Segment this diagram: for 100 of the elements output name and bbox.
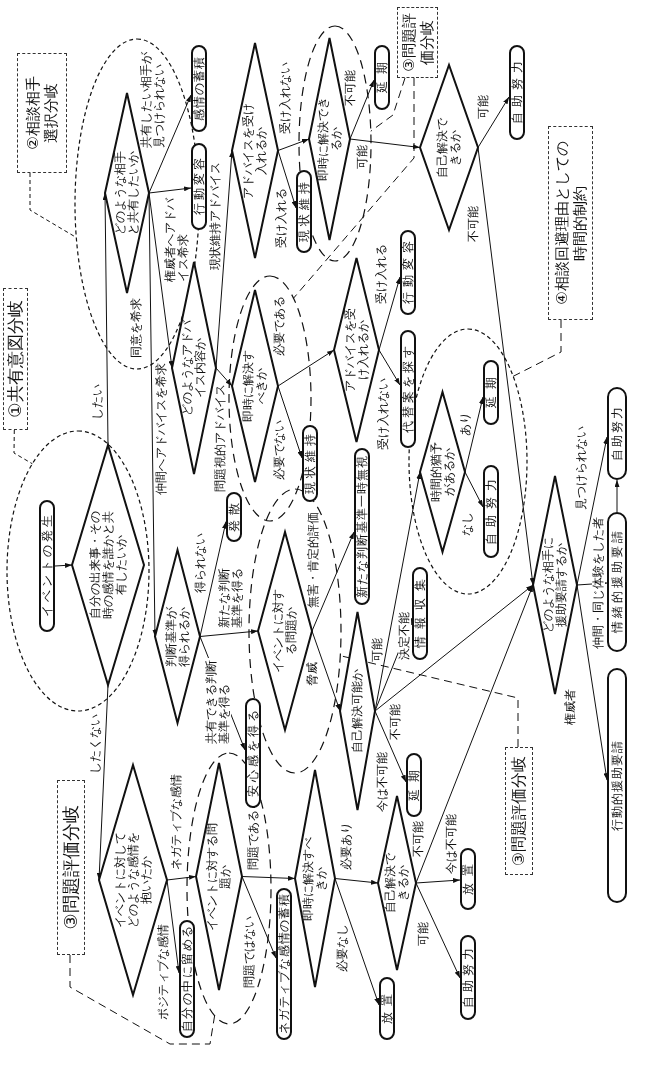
arrow: [241, 876, 277, 959]
arrow: [215, 150, 234, 369]
edge-label: 共有したい相手が見つけられない: [140, 51, 166, 148]
terminal-box: 新たな判断基準一時無視: [354, 448, 370, 605]
edge-label: 受け入れない: [279, 62, 292, 134]
edge-label: 不可能: [389, 704, 402, 740]
arrow: [464, 471, 484, 508]
leader-line: [13, 429, 33, 465]
arrow: [415, 878, 461, 884]
terminal-box: 行動変容: [400, 230, 416, 315]
terminal-box: 情緒的援助要請: [607, 512, 627, 652]
edge-label: 共有できる判断基準を得る: [205, 658, 231, 744]
terminal-box: 延期: [483, 360, 499, 425]
terminal-box: 行動的援助要請: [607, 668, 627, 903]
edge-label: 問題ではない: [243, 916, 256, 988]
edge-label: 現状維持アドバイス: [209, 162, 222, 270]
leader-line: [512, 319, 562, 377]
edge-label: ネガティブな感情: [170, 774, 183, 870]
edge-label: 可能: [417, 922, 430, 946]
edge-label: 見つけられない: [575, 426, 588, 510]
arrow: [334, 878, 379, 885]
edge-label: 仲間・同じ体験をした者: [592, 517, 605, 649]
annotation-box: ②相談相手選択分岐: [17, 53, 67, 173]
terminal-box: ネガティブな感情の蓄積: [276, 888, 292, 1040]
arrow: [311, 630, 341, 712]
arrow: [277, 385, 303, 459]
terminal-box: 代替案を探す: [400, 330, 416, 448]
arrow: [199, 629, 259, 637]
terminal-box: 自分の中に留める: [179, 920, 195, 1038]
terminal-box: 自助努力: [607, 387, 627, 480]
leader-line: [69, 954, 216, 1045]
annotation-box: ③問題評価分岐: [397, 7, 438, 78]
terminal-box: 延期: [374, 45, 390, 110]
annotation-box: ④相談回避理由としての時間的制約: [548, 126, 593, 320]
arrow: [477, 96, 510, 148]
terminal-box: 行動変容: [191, 143, 207, 230]
edge-label: ポジティブな感情: [157, 924, 170, 1020]
edge-label: 同意を希求: [130, 298, 143, 358]
annotation-box: ③問題評価分岐: [505, 747, 533, 875]
terminal-box: 自助努力: [509, 45, 525, 140]
terminal-box: 放置: [460, 848, 476, 910]
annotation-box: ①共有意図分岐: [3, 288, 28, 430]
arrow: [378, 276, 401, 351]
edge-label: 今は不可能: [445, 814, 458, 874]
edge-label: 不可能: [412, 821, 425, 857]
edge-label: 今は不可能: [376, 752, 389, 812]
dashed-ellipse: [298, 25, 372, 262]
arrow: [374, 710, 407, 783]
edge-label: 新たな判断基準を得る: [218, 567, 244, 628]
terminal-box: 情報収集: [412, 567, 428, 660]
terminal-box: 現状維持: [296, 170, 312, 253]
leader-line: [293, 77, 415, 299]
decision-diamond: 即時に解決すべきか: [295, 770, 335, 987]
arrow: [199, 521, 227, 637]
edge-label: 権威者へアドバイス希求: [164, 197, 190, 282]
annotation-box: ③問題評価分岐: [57, 780, 85, 955]
arrow: [464, 396, 484, 473]
arrow: [148, 192, 158, 637]
edge-label: したくない: [89, 714, 102, 774]
arrow: [54, 562, 73, 568]
arrow: [334, 878, 380, 1006]
terminal-box: 自助努力: [460, 935, 476, 1020]
dashed-ellipse: [6, 430, 150, 712]
terminal-box: 発散: [226, 492, 242, 542]
terminal-box: 感情の蓄積: [191, 45, 207, 132]
arrow: [374, 584, 534, 712]
leader-line: [370, 77, 406, 132]
arrow: [215, 367, 233, 387]
arrow: [148, 186, 192, 194]
arrow: [277, 150, 297, 209]
arrow: [349, 79, 375, 140]
terminal-box: 延期: [406, 753, 422, 817]
arrow: [277, 138, 310, 151]
edge-label: 問題である: [247, 810, 260, 870]
terminal-box: 自助努力: [483, 465, 499, 558]
arrow: [415, 882, 461, 979]
arrow: [102, 192, 109, 446]
edge-label: 可能: [356, 145, 369, 169]
edge-label: 必要あり: [340, 822, 353, 870]
arrow: [614, 479, 620, 513]
decision-diamond: イベントに対する問題か: [196, 763, 242, 990]
terminal-box: 放置: [379, 977, 395, 1040]
arrow: [378, 349, 401, 386]
edge-label: 不可能: [467, 206, 480, 242]
arrow: [96, 684, 109, 881]
leader-line: [29, 172, 77, 238]
arrow: [415, 584, 534, 884]
arrow: [349, 138, 421, 150]
edge-label: 決定不能: [398, 612, 411, 660]
edge-label: したい: [91, 384, 104, 420]
edge-label: 受け入れない: [377, 378, 390, 450]
edge-label: 受け入れる: [275, 188, 288, 248]
terminal-box: 安心感を得る: [245, 698, 261, 808]
edge-label: 問題視的アドバイス: [214, 384, 227, 492]
arrow: [277, 349, 335, 387]
edge-label: 必要なし: [336, 924, 349, 972]
edge-label: 可能: [477, 95, 490, 119]
terminal-box: 現状維持: [302, 425, 318, 502]
arrow: [241, 875, 296, 881]
arrow: [311, 531, 355, 632]
